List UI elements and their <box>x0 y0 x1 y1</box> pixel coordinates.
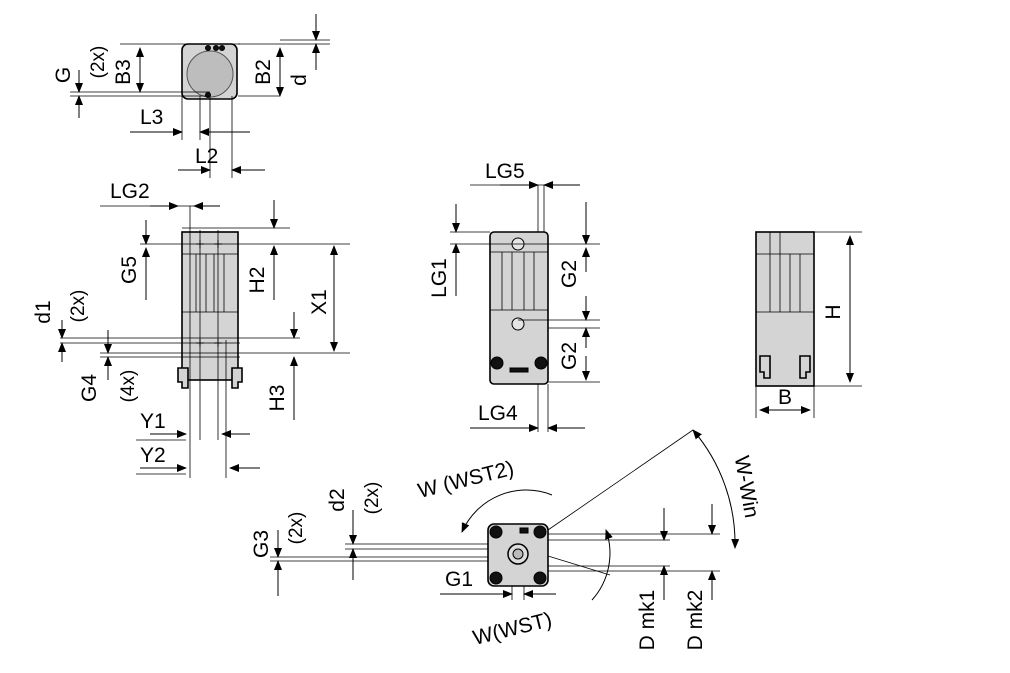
bottom-view: G3 (2x) d2 (2x) W (WST2) W(WST) W-Win G1… <box>250 429 764 651</box>
front-view-jaw-right <box>231 367 243 389</box>
label-B2: B2 <box>252 59 275 85</box>
side-port-lower <box>511 317 525 331</box>
front-view-body <box>181 231 239 381</box>
bottom-corner-br <box>533 571 547 585</box>
label-W-WST: W(WST) <box>471 608 555 650</box>
front-hole-marks <box>196 240 222 347</box>
label-G2-upper: G2 <box>558 260 581 288</box>
right-view-jaw-right <box>799 355 811 379</box>
label-G3-count: (2x) <box>286 512 307 545</box>
right-view: H B <box>755 231 862 418</box>
angle-W-WST2 <box>461 489 553 533</box>
label-Y2: Y2 <box>140 444 166 467</box>
side-corner-right <box>534 356 548 370</box>
label-d2: d2 <box>326 488 349 511</box>
label-G3: G3 <box>250 530 273 558</box>
label-LG4: LG4 <box>478 402 518 425</box>
front-view: LG2 G5 H2 X1 d1 (2x) G4 (4x) H3 Y1 Y2 <box>32 180 350 478</box>
label-D-mk2: D mk2 <box>684 590 707 651</box>
label-d1-count: (2x) <box>68 290 89 323</box>
side-corner-left <box>490 356 504 370</box>
label-d2-count: (2x) <box>362 482 383 515</box>
side-view: LG5 LG1 G2 G2 LG4 <box>428 160 600 432</box>
label-H2: H2 <box>246 267 269 294</box>
side-view-body <box>489 231 549 385</box>
label-G1: G1 <box>445 568 473 591</box>
top-hole-2 <box>213 45 219 51</box>
label-H: H <box>822 304 845 319</box>
right-view-jaw-left <box>759 355 771 379</box>
label-D-mk1: D mk1 <box>636 590 659 651</box>
label-G2-lower: G2 <box>558 342 581 370</box>
top-hole-3 <box>219 45 225 51</box>
label-X1: X1 <box>308 289 331 315</box>
bottom-corner-tr <box>533 525 547 539</box>
bottom-corner-tl <box>489 525 503 539</box>
label-H3: H3 <box>266 385 289 412</box>
label-G4: G4 <box>78 374 101 402</box>
label-L3: L3 <box>140 106 163 129</box>
top-view-jaw <box>186 50 234 98</box>
top-view: G (2x) B3 B2 d L3 L2 <box>52 14 330 178</box>
label-G-count: (2x) <box>88 46 109 79</box>
bottom-center-port-inner <box>512 548 524 560</box>
front-view-jaw-left <box>177 367 189 389</box>
label-LG2: LG2 <box>110 180 150 203</box>
label-W-WST2: W (WST2) <box>416 457 517 503</box>
angle-W-WST <box>591 529 613 601</box>
label-LG5: LG5 <box>485 160 525 183</box>
bottom-corner-bl <box>489 571 503 585</box>
label-G4-count: (4x) <box>118 370 139 403</box>
label-LG1: LG1 <box>428 258 451 298</box>
label-Y1: Y1 <box>140 410 166 433</box>
bottom-marker <box>519 527 529 534</box>
top-hole-1 <box>205 45 211 51</box>
label-B3: B3 <box>112 59 135 85</box>
angle-W-Win <box>692 429 740 549</box>
label-d: d <box>288 74 311 86</box>
side-slot <box>509 367 529 373</box>
label-W-Win: W-Win <box>730 454 764 520</box>
label-B: B <box>778 386 792 409</box>
label-L2: L2 <box>195 145 218 168</box>
label-G: G <box>52 67 75 83</box>
label-G5: G5 <box>118 256 141 284</box>
label-d1: d1 <box>32 300 55 323</box>
